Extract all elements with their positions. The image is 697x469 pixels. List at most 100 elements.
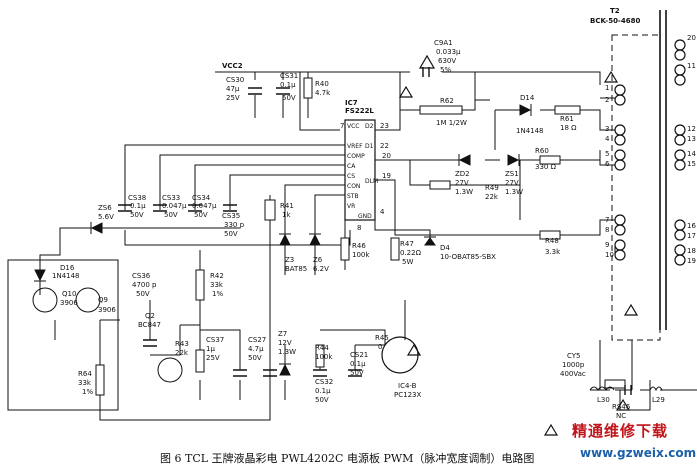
svg-text:R49: R49	[485, 184, 499, 192]
svg-text:25V: 25V	[206, 354, 220, 362]
svg-text:47μ: 47μ	[226, 85, 240, 93]
svg-text:10: 10	[605, 251, 614, 259]
svg-text:BCK-50-4680: BCK-50-4680	[590, 17, 640, 25]
transistors	[32, 287, 183, 383]
watermark-brand: 精通维修下载	[572, 422, 669, 440]
svg-text:3906: 3906	[60, 299, 78, 307]
svg-text:13: 13	[687, 135, 696, 143]
svg-text:CS38: CS38	[128, 194, 146, 202]
svg-text:5.6V: 5.6V	[98, 213, 114, 221]
svg-text:CS: CS	[347, 173, 355, 180]
svg-text:8: 8	[605, 226, 609, 234]
svg-text:3.3k: 3.3k	[545, 248, 561, 256]
svg-text:9: 9	[605, 241, 609, 249]
svg-text:10-OBAT85-SBX: 10-OBAT85-SBX	[440, 253, 496, 261]
svg-text:7: 7	[605, 216, 609, 224]
svg-text:R45: R45	[375, 334, 389, 342]
svg-text:R46: R46	[352, 242, 366, 250]
wires	[39, 34, 697, 421]
svg-text:5%: 5%	[440, 66, 451, 74]
svg-text:CON: CON	[347, 183, 360, 190]
svg-text:R64: R64	[78, 370, 92, 378]
svg-text:R44: R44	[315, 344, 329, 352]
svg-text:R61: R61	[560, 115, 574, 123]
svg-text:50V: 50V	[164, 211, 178, 219]
figure-caption: 图 6 TCL 王牌液晶彩电 PWL4202C 电源板 PWM（脉冲宽度调制）电…	[160, 452, 535, 465]
svg-text:17: 17	[687, 232, 696, 240]
svg-text:Q2: Q2	[145, 312, 155, 320]
svg-text:4: 4	[605, 135, 610, 143]
r48-resistor	[539, 230, 561, 240]
svg-text:1μ: 1μ	[206, 345, 215, 353]
svg-text:VR: VR	[347, 203, 355, 210]
svg-text:1000p: 1000p	[562, 361, 585, 369]
svg-text:D16: D16	[60, 264, 75, 272]
transformer-primary-coils	[614, 84, 626, 261]
svg-text:1.3W: 1.3W	[505, 188, 523, 196]
svg-text:L29: L29	[652, 396, 665, 404]
svg-text:R43: R43	[175, 340, 189, 348]
svg-text:2: 2	[605, 96, 609, 104]
r47-resistor	[390, 237, 400, 261]
svg-text:PC123X: PC123X	[394, 391, 421, 399]
svg-text:CS35: CS35	[222, 212, 240, 220]
diodes	[34, 104, 532, 376]
svg-text:ZS6: ZS6	[98, 204, 112, 212]
svg-text:0.1μ: 0.1μ	[350, 360, 366, 368]
svg-text:400Vac: 400Vac	[560, 370, 586, 378]
svg-text:CS36: CS36	[132, 272, 151, 280]
svg-text:22k: 22k	[485, 193, 499, 201]
svg-text:1M 1/2W: 1M 1/2W	[436, 119, 467, 127]
svg-text:IC4-B: IC4-B	[398, 382, 417, 390]
svg-text:4.7k: 4.7k	[315, 89, 331, 97]
svg-text:18: 18	[687, 247, 696, 255]
svg-text:50V: 50V	[350, 369, 364, 377]
svg-text:BC847: BC847	[138, 321, 161, 329]
svg-text:GND: GND	[358, 213, 372, 220]
svg-text:100k: 100k	[352, 251, 370, 259]
svg-text:VCC: VCC	[347, 123, 359, 130]
svg-text:0.22Ω: 0.22Ω	[400, 249, 422, 257]
svg-text:Z6: Z6	[313, 256, 323, 264]
svg-text:R48: R48	[545, 237, 559, 245]
svg-text:1: 1	[605, 84, 609, 92]
svg-text:5: 5	[605, 150, 609, 158]
r49-resistor	[429, 180, 451, 190]
svg-text:6: 6	[605, 160, 610, 168]
svg-text:27V: 27V	[455, 179, 469, 187]
svg-text:1%: 1%	[82, 388, 93, 396]
svg-text:4700 p: 4700 p	[132, 281, 157, 289]
svg-text:20: 20	[382, 152, 391, 160]
svg-text:R47: R47	[400, 240, 414, 248]
svg-text:50V: 50V	[224, 230, 238, 238]
svg-text:CS30: CS30	[226, 76, 244, 84]
svg-text:1.3W: 1.3W	[455, 188, 473, 196]
svg-text:1N4148: 1N4148	[516, 127, 544, 135]
svg-text:50V: 50V	[248, 354, 262, 362]
svg-text:T2: T2	[610, 7, 620, 15]
svg-text:CS34: CS34	[192, 194, 211, 202]
svg-text:14: 14	[687, 150, 696, 158]
svg-text:5W: 5W	[402, 258, 413, 266]
svg-text:COMP: COMP	[347, 153, 365, 160]
resistors	[95, 77, 626, 396]
svg-text:Z7: Z7	[278, 330, 287, 338]
svg-text:11: 11	[687, 62, 696, 70]
r41-resistor	[264, 199, 276, 221]
svg-text:7: 7	[340, 122, 344, 130]
svg-text:8: 8	[357, 224, 361, 232]
svg-text:CA: CA	[347, 163, 356, 170]
svg-text:22: 22	[380, 142, 389, 150]
svg-text:0: 0	[378, 343, 382, 351]
svg-text:D4: D4	[440, 244, 450, 252]
ic7-ref: IC7	[345, 99, 358, 107]
svg-text:27V: 27V	[505, 179, 519, 187]
svg-text:R42: R42	[210, 272, 224, 280]
svg-text:22k: 22k	[175, 349, 189, 357]
svg-text:R60: R60	[535, 147, 549, 155]
svg-text:ZS1: ZS1	[505, 170, 519, 178]
svg-text:18 Ω: 18 Ω	[560, 124, 577, 132]
svg-text:Z3: Z3	[285, 256, 294, 264]
svg-text:330 Ω: 330 Ω	[535, 163, 557, 171]
svg-text:CS37: CS37	[206, 336, 224, 344]
